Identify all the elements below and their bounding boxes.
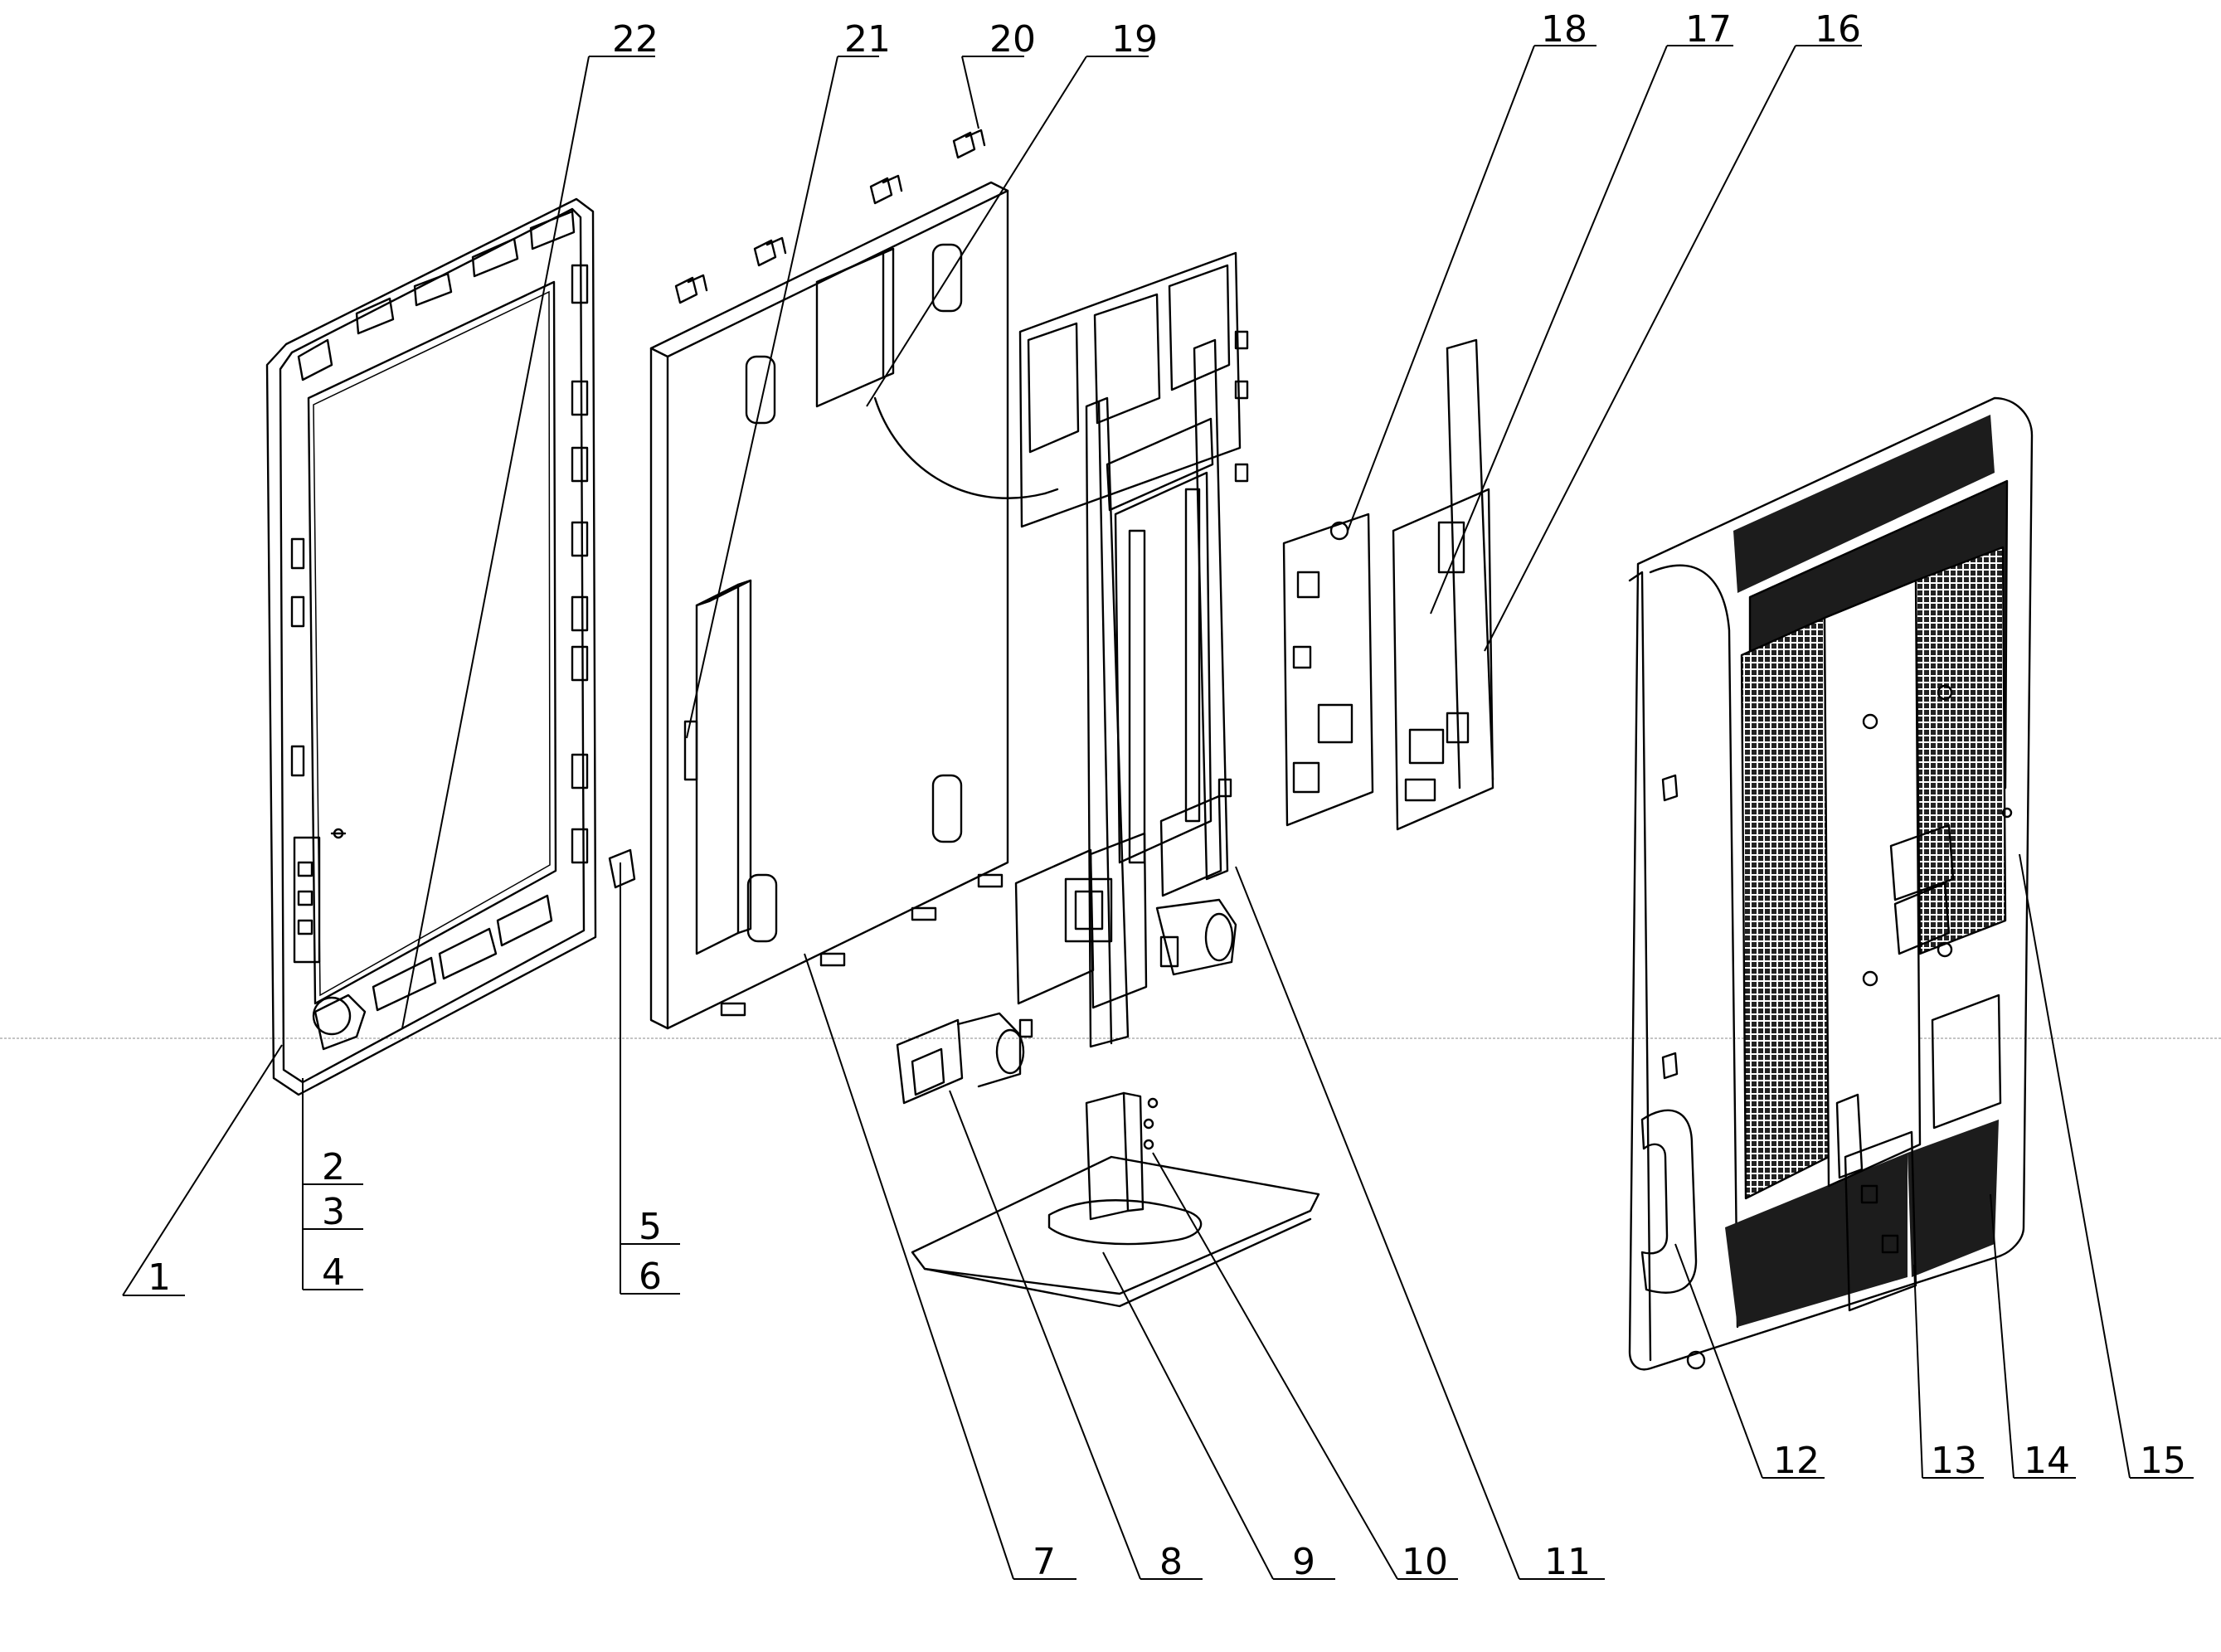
callout-13: 13	[1931, 1440, 1977, 1482]
callout-9: 9	[1292, 1541, 1315, 1583]
chassis-frame	[1014, 251, 1249, 1048]
stand-base	[911, 1091, 1320, 1308]
callout-labels: 22 21 20 19 18 17 16 1 2 3 4 5 6 7 8 9 1…	[148, 8, 2186, 1583]
callout-3: 3	[322, 1191, 345, 1233]
callout-4: 4	[322, 1251, 345, 1294]
front-bezel	[265, 197, 597, 1096]
main-board	[1392, 338, 1494, 831]
callout-17: 17	[1685, 8, 1732, 51]
callout-10: 10	[1402, 1541, 1448, 1583]
back-cover	[1628, 396, 2034, 1371]
hinge-bracket	[896, 898, 1237, 1105]
callout-2: 2	[322, 1146, 345, 1188]
lcd-panel	[608, 181, 1059, 1030]
callout-5: 5	[639, 1206, 662, 1248]
callout-12: 12	[1773, 1440, 1820, 1482]
callout-18: 18	[1541, 8, 1587, 51]
callout-19: 19	[1111, 18, 1158, 61]
callout-8: 8	[1159, 1541, 1183, 1583]
power-board	[1282, 513, 1374, 827]
callout-6: 6	[639, 1256, 662, 1298]
callout-15: 15	[2140, 1440, 2186, 1482]
leader-lines	[122, 45, 2194, 1580]
callout-11: 11	[1544, 1541, 1591, 1583]
callout-14: 14	[2024, 1440, 2070, 1482]
callout-20: 20	[989, 18, 1036, 61]
callout-7: 7	[1033, 1541, 1056, 1583]
callout-16: 16	[1815, 8, 1861, 51]
callout-21: 21	[844, 18, 891, 61]
callout-1: 1	[148, 1256, 171, 1299]
callout-22: 22	[612, 18, 659, 61]
top-clips	[674, 129, 986, 304]
